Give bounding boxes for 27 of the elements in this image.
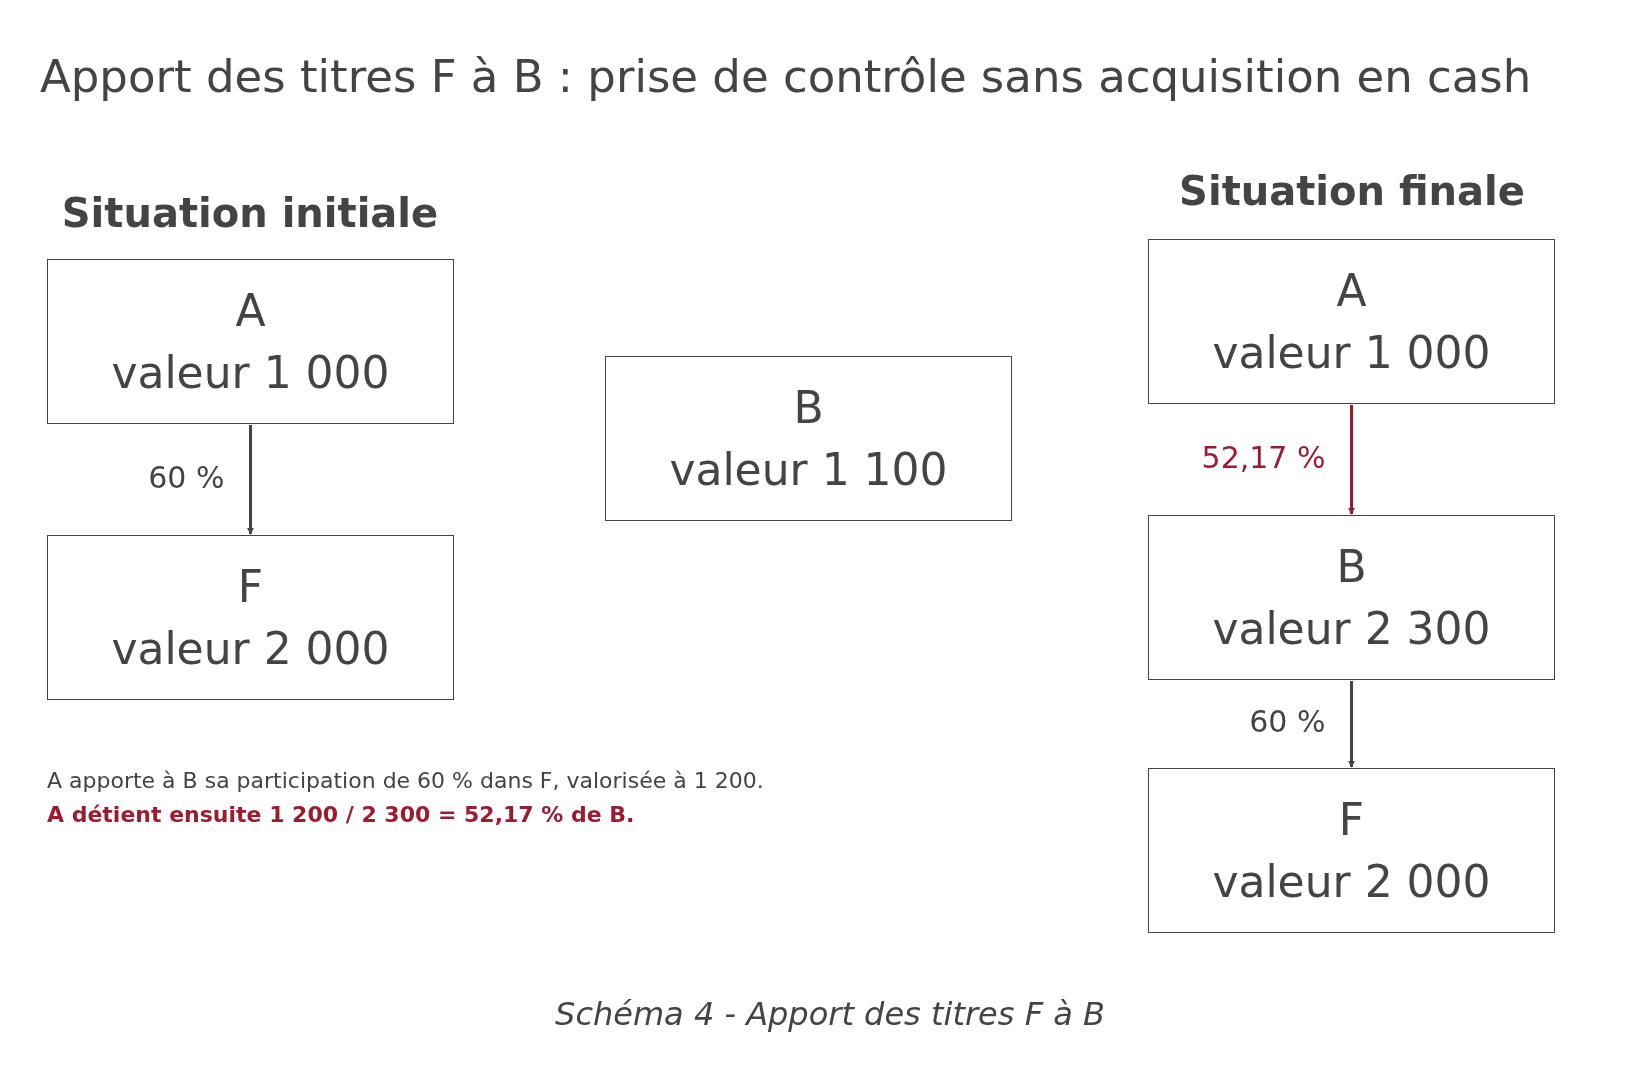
entity-name: A — [235, 283, 266, 338]
note-text: A apporte à B sa participation de 60 % dans F, valorisée à 1 200. — [47, 768, 764, 793]
entity-value: valeur 2 000 — [1212, 854, 1491, 909]
note-text: A détient ensuite 1 200 / 2 300 = 52,17 % de B. — [47, 802, 635, 827]
arrow — [1348, 681, 1355, 768]
entity-box — [47, 259, 454, 424]
entity-box — [605, 356, 1012, 521]
entity-box — [47, 535, 454, 700]
entity-name: B — [793, 380, 824, 435]
entity-value: valeur 2 000 — [111, 621, 390, 676]
arrow — [1348, 405, 1355, 515]
entity-value: valeur 1 000 — [111, 345, 390, 400]
entity-box — [1148, 239, 1555, 404]
entity-value: valeur 2 300 — [1212, 601, 1491, 656]
entity-name: A — [1336, 263, 1367, 318]
caption: Schéma 4 - Apport des titres F à B — [555, 995, 1105, 1033]
entity-box — [1148, 768, 1555, 933]
entity-value: valeur 1 100 — [669, 442, 948, 497]
arrow — [247, 425, 254, 535]
entity-name: F — [237, 559, 264, 614]
entity-name: F — [1338, 792, 1365, 847]
title: Apport des titres F à B : prise de contrôle sans acquisition en cash — [40, 50, 1532, 103]
section-heading: Situation initiale — [61, 190, 439, 236]
entity-name: B — [1336, 539, 1367, 594]
section-heading: Situation finale — [1179, 168, 1525, 214]
entity-value: valeur 1 000 — [1212, 325, 1491, 380]
entity-box — [1148, 515, 1555, 680]
